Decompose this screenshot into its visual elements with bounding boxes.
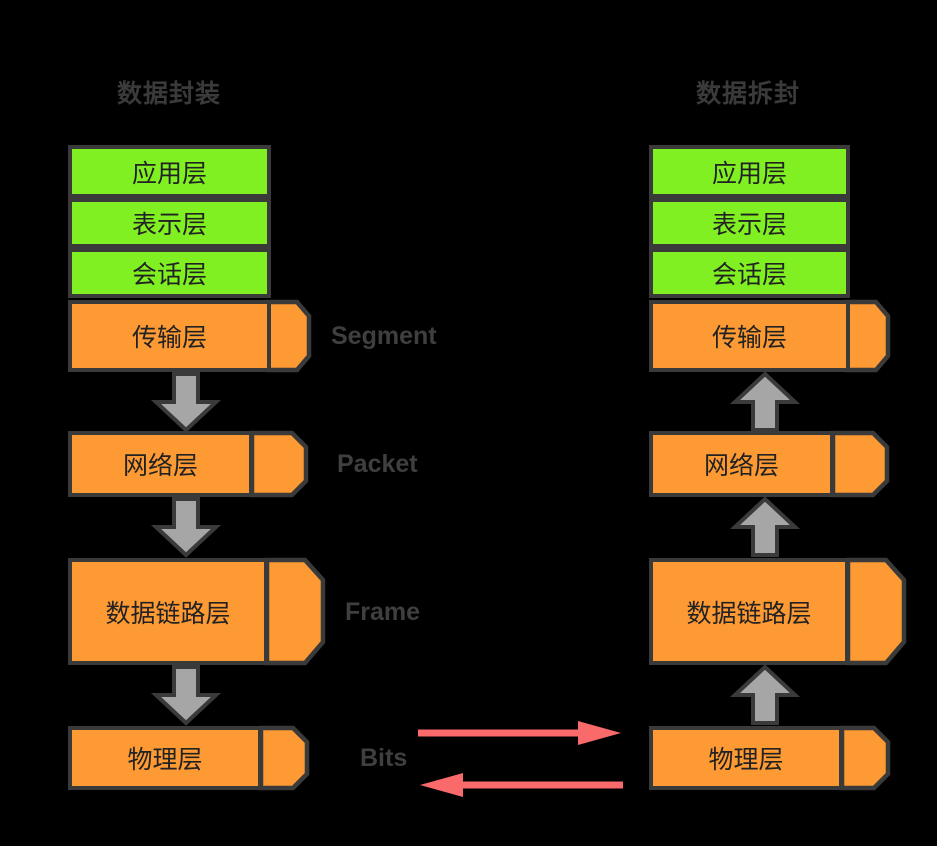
left-arrow-transport-to-network [150, 372, 222, 433]
layer-label: 应用层 [131, 159, 207, 188]
right-network-header-tab [830, 430, 890, 498]
transmission-arrow-forward [418, 721, 621, 745]
pdu-label-bits: Bits [360, 744, 408, 772]
left-arrow-datalink-to-physical [150, 665, 222, 726]
right-layer-network[interactable]: 网络层 [649, 431, 834, 497]
right-arrow-network-to-transport [729, 371, 801, 432]
layer-label: 物理层 [708, 746, 784, 774]
left-layer-session[interactable]: 会话层 [68, 248, 271, 298]
right-physical-header-tab [839, 725, 891, 791]
right-datalink-header-tab [845, 557, 907, 666]
pdu-label-packet: Packet [337, 450, 418, 478]
left-layer-datalink[interactable]: 数据链路层 [68, 558, 268, 665]
layer-label: 网络层 [703, 452, 779, 480]
layer-label: 会话层 [131, 261, 207, 289]
pdu-label-segment: Segment [331, 322, 437, 350]
transmission-arrow-reverse [420, 773, 623, 797]
layer-label: 应用层 [711, 159, 787, 188]
pdu-label-frame: Frame [345, 598, 421, 626]
left-layer-presentation[interactable]: 表示层 [68, 198, 271, 248]
layer-label: 表示层 [131, 211, 207, 239]
right-layer-physical[interactable]: 物理层 [649, 726, 843, 790]
left-datalink-header-tab [264, 557, 326, 666]
right-arrow-datalink-to-network [729, 496, 801, 557]
right-layer-session[interactable]: 会话层 [649, 248, 850, 298]
left-layer-transport[interactable]: 传输层 [68, 300, 271, 372]
layer-label: 物理层 [127, 746, 203, 774]
layer-label: 会话层 [711, 261, 787, 289]
left-network-header-tab [249, 430, 309, 498]
layer-label: 数据链路层 [686, 599, 812, 628]
right-layer-transport[interactable]: 传输层 [649, 300, 850, 372]
layer-label: 网络层 [122, 452, 198, 480]
left-transport-header-tab [265, 299, 312, 373]
right-transport-header-tab [844, 299, 891, 373]
left-layer-physical[interactable]: 物理层 [68, 726, 262, 790]
left-layer-application[interactable]: 应用层 [68, 145, 271, 198]
layer-label: 表示层 [711, 211, 787, 239]
layer-label: 传输层 [131, 324, 207, 352]
left-physical-header-tab [258, 725, 310, 791]
layer-label: 数据链路层 [105, 599, 231, 628]
right-column-title: 数据拆封 [695, 80, 801, 108]
right-layer-presentation[interactable]: 表示层 [649, 198, 850, 248]
right-layer-datalink[interactable]: 数据链路层 [649, 558, 849, 665]
left-column-title: 数据封装 [116, 80, 222, 108]
right-layer-application[interactable]: 应用层 [649, 145, 850, 198]
right-arrow-physical-to-datalink [729, 664, 801, 725]
layer-label: 传输层 [711, 324, 787, 352]
left-arrow-network-to-datalink [150, 497, 222, 558]
left-layer-network[interactable]: 网络层 [68, 431, 253, 497]
